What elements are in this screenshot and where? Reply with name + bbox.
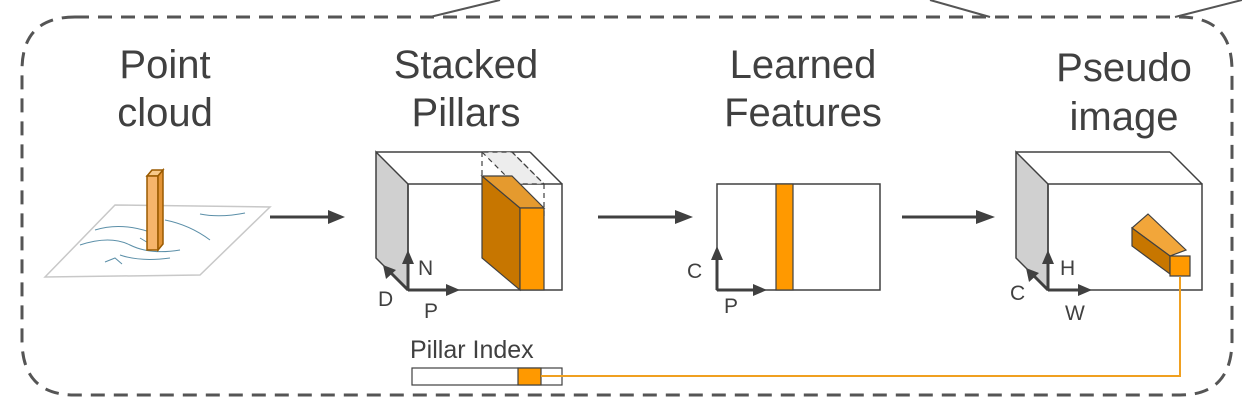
title-line-2: Features — [724, 91, 882, 135]
connector-line-middle — [929, 0, 991, 18]
axis-label-w: W — [1065, 302, 1085, 325]
title-line-1: Point — [119, 43, 210, 87]
title-line-1: Learned — [730, 43, 877, 87]
title-line-1: Pseudo — [1056, 46, 1192, 90]
scatter-connector-line — [541, 277, 1181, 377]
pillars-axes — [383, 250, 460, 296]
feature-column — [775, 183, 794, 291]
connector-line-left — [429, 0, 501, 18]
connector-line-right — [1174, 0, 1242, 18]
axis-label-n: N — [418, 257, 433, 280]
pseudo-image-tensor: H C W — [1010, 150, 1203, 325]
box-side-face — [1015, 150, 1049, 292]
voxel-front — [1169, 255, 1191, 277]
arrow-1-head — [328, 210, 345, 224]
stage-title-point-cloud: Point cloud — [117, 43, 213, 135]
title-line-2: Pillars — [412, 91, 521, 135]
features-grid — [716, 183, 881, 291]
features-axes — [711, 246, 767, 296]
axis-label-p: P — [724, 295, 738, 318]
axis-label-h: H — [1060, 257, 1075, 280]
box-front-face — [1047, 183, 1203, 291]
stacked-pillars-tensor: N D P — [375, 150, 563, 323]
pillar-slab-front — [519, 207, 545, 291]
arrow-3-head — [976, 210, 995, 224]
flow-arrows — [270, 210, 995, 224]
learned-features-tensor: C P — [687, 183, 881, 318]
pillar-index-label: Pillar Index — [410, 336, 534, 364]
title-line-1: Stacked — [394, 43, 539, 87]
pillar-index: Pillar Index — [410, 277, 1181, 386]
axis-label-d: D — [378, 288, 393, 311]
pillar-front — [146, 175, 159, 251]
stage-title-pseudo-image: Pseudo image — [1056, 46, 1192, 139]
point-cloud-illustration — [43, 167, 272, 278]
axis-label-c: C — [1010, 282, 1025, 305]
stage-title-learned-features: Learned Features — [724, 43, 882, 135]
pillar-index-highlight — [517, 367, 542, 386]
title-line-2: cloud — [117, 91, 213, 135]
dashed-frame — [20, 0, 1242, 397]
axis-label-p: P — [424, 300, 438, 323]
axis-label-c: C — [687, 260, 702, 283]
pseudo-axes — [1026, 250, 1092, 296]
title-line-2: image — [1070, 95, 1179, 139]
stage-title-stacked-pillars: Stacked Pillars — [394, 43, 539, 135]
arrow-2-head — [675, 210, 693, 224]
pillar-side — [157, 167, 164, 253]
